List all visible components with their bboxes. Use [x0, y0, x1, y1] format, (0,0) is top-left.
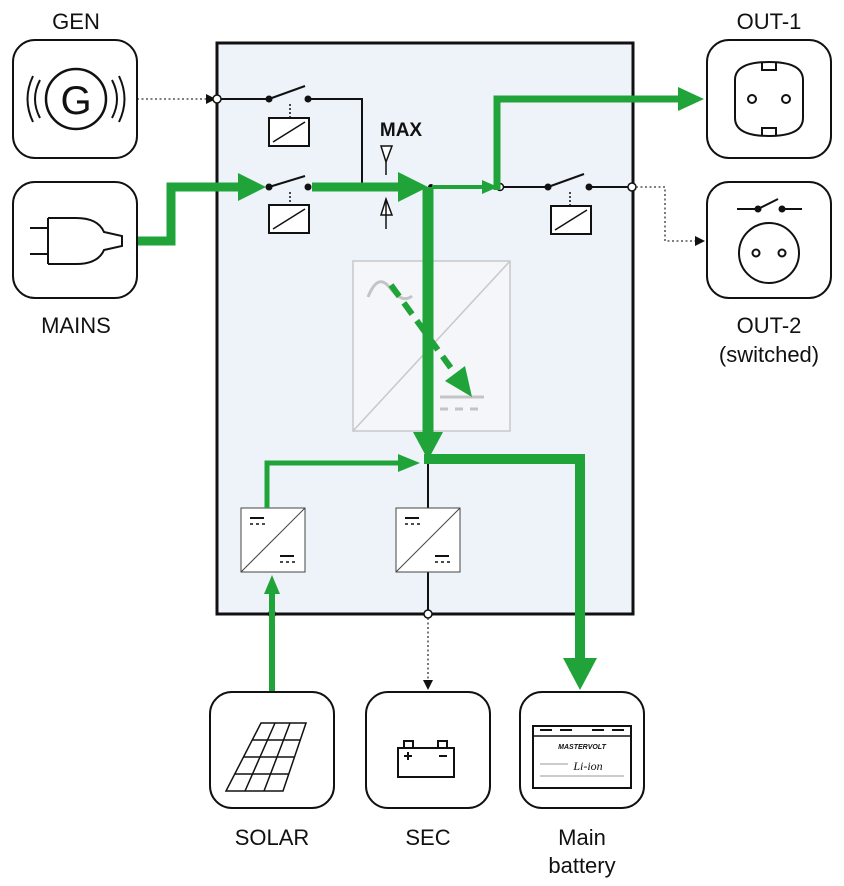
max-sensor-label: MAX [380, 120, 423, 141]
svg-text:MASTERVOLT: MASTERVOLT [558, 744, 606, 751]
battery-sublabel: battery [548, 853, 615, 878]
svg-text:G: G [60, 79, 91, 123]
generator-icon: G [26, 67, 126, 131]
sec-label: SEC [405, 825, 450, 850]
solar-converter [240, 507, 306, 573]
plug-icon [30, 217, 123, 265]
out1-card [706, 39, 832, 159]
battery-label: Main [558, 825, 606, 850]
socket-icon [734, 60, 804, 138]
sec-card [365, 691, 491, 809]
out2-card [706, 181, 832, 299]
switched-socket-icon [737, 198, 802, 284]
mains-card [12, 181, 138, 299]
out2-label: OUT-2 [737, 313, 802, 338]
sec-converter [395, 507, 461, 573]
mains-label: MAINS [41, 313, 111, 338]
power-flow-lines [137, 87, 704, 692]
lithium-battery-icon: MASTERVOLT Li-ion [532, 725, 632, 789]
solar-card [209, 691, 335, 809]
gen-label: GEN [52, 9, 100, 34]
out1-label: OUT-1 [737, 9, 802, 34]
battery-icon [397, 740, 455, 778]
solar-panel-icon [224, 722, 308, 792]
out2-sublabel: (switched) [719, 342, 819, 367]
wiring [137, 85, 705, 690]
battery-card: MASTERVOLT Li-ion [519, 691, 645, 809]
gen-card: G [12, 39, 138, 159]
svg-text:Li-ion: Li-ion [572, 759, 602, 773]
solar-label: SOLAR [235, 825, 310, 850]
